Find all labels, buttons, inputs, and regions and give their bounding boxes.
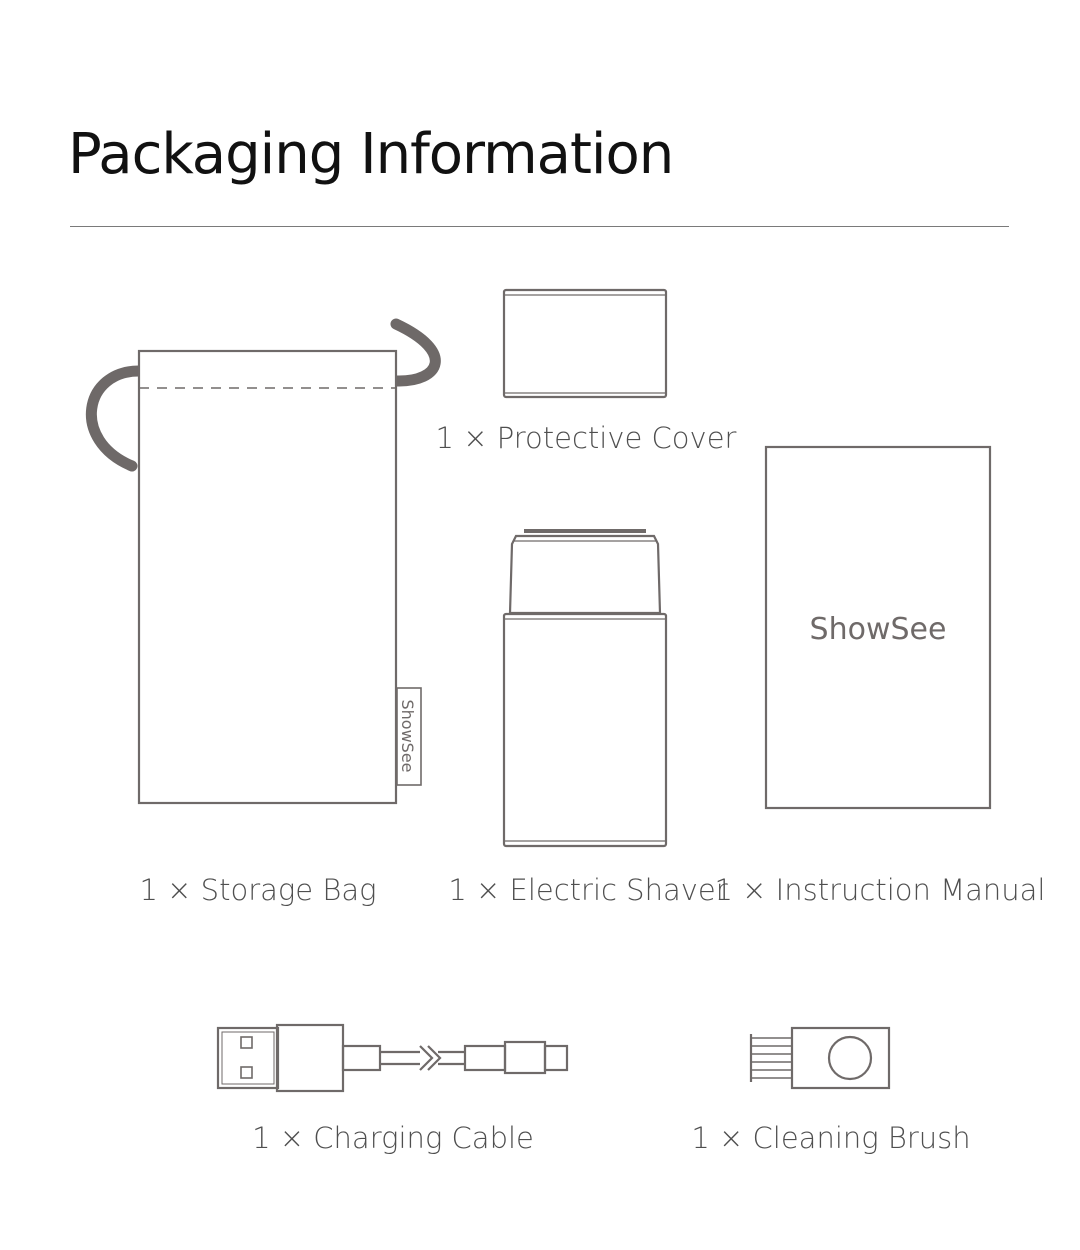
label-cleaning-brush: 1 × Cleaning Brush xyxy=(691,1121,971,1155)
storage-bag-icon xyxy=(85,318,441,805)
label-electric-shaver: 1 × Electric Shaver xyxy=(448,873,728,907)
manual-brand: ShowSee xyxy=(810,612,947,647)
protective-cover-icon xyxy=(502,288,668,399)
label-protective-cover: 1 × Protective Cover xyxy=(435,421,737,455)
title-divider xyxy=(70,226,1009,227)
label-storage-bag: 1 × Storage Bag xyxy=(139,873,377,907)
page-title: Packaging Information xyxy=(68,122,674,187)
cleaning-brush-icon xyxy=(749,1026,891,1090)
electric-shaver-icon xyxy=(502,529,668,848)
label-instruction-manual: 1 × Instruction Manual xyxy=(714,873,1046,907)
charging-cable-icon xyxy=(216,1023,569,1093)
instruction-manual-icon xyxy=(764,445,992,810)
bag-tag-brand: ShowSee xyxy=(398,699,417,772)
label-charging-cable: 1 × Charging Cable xyxy=(252,1121,534,1155)
